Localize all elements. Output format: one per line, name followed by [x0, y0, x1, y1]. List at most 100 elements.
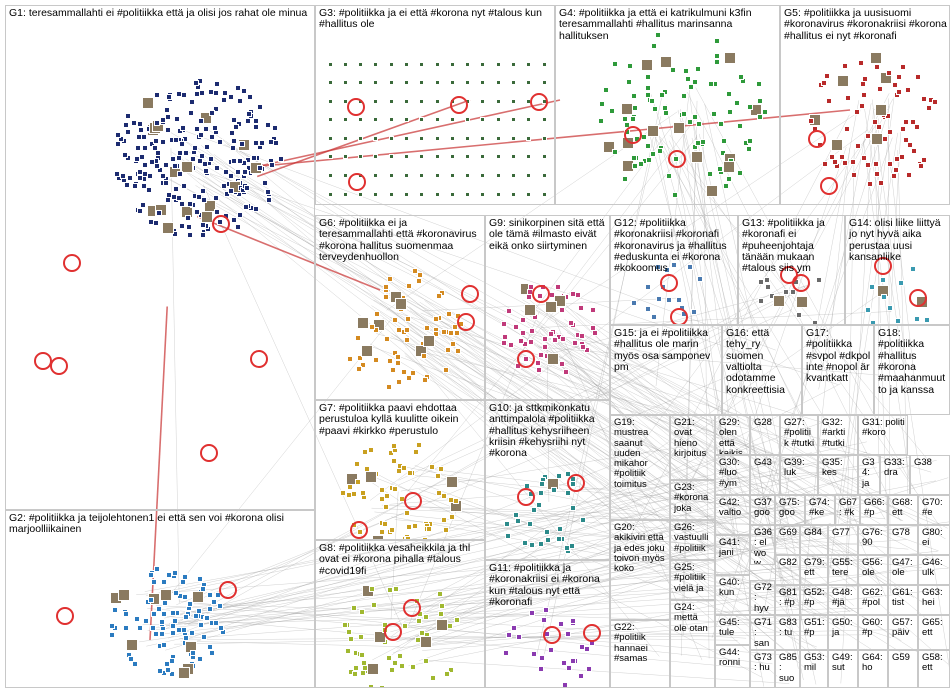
graph-node: [163, 180, 169, 186]
graph-node: [217, 139, 223, 145]
graph-node: [237, 212, 243, 218]
cluster-g26: G26: vastuulli #politiik: [670, 520, 715, 560]
graph-node: [647, 125, 659, 137]
graph-node: [395, 360, 401, 366]
graph-node: [542, 136, 547, 141]
graph-node: [246, 111, 252, 117]
graph-node: [681, 93, 687, 99]
graph-node: [757, 98, 763, 104]
graph-node: [382, 521, 388, 527]
cluster-g67: G67: #k: [835, 495, 860, 525]
graph-node: [399, 663, 405, 669]
graph-node: [328, 80, 333, 85]
graph-node: [542, 344, 548, 350]
graph-node: [230, 145, 236, 151]
graph-node: [115, 141, 121, 147]
graph-node: [575, 292, 581, 298]
graph-node: [562, 682, 568, 688]
graph-node: [229, 130, 235, 136]
graph-node: [870, 52, 882, 64]
graph-node: [518, 338, 524, 344]
graph-node: [758, 298, 764, 304]
graph-node: [160, 139, 166, 145]
cluster-label: G32: #arkti #tutki: [822, 418, 855, 449]
graph-node: [544, 529, 550, 535]
cluster-g79: G79: ett: [800, 555, 828, 585]
graph-node: [197, 656, 203, 662]
graph-node: [676, 297, 682, 303]
graph-node: [900, 126, 906, 132]
graph-node: [511, 154, 516, 159]
graph-node: [559, 307, 565, 313]
graph-node: [228, 94, 234, 100]
graph-node: [159, 631, 165, 637]
graph-node: [918, 163, 924, 169]
graph-node: [538, 490, 544, 496]
cluster-g75: G75: goo: [775, 495, 805, 525]
graph-node: [405, 316, 411, 322]
graph-node: [200, 232, 206, 238]
graph-node: [151, 611, 157, 617]
self-loop-ring: [660, 274, 678, 292]
cluster-label: G16: että tehy_ry suomen valtiolta odota…: [726, 328, 799, 396]
graph-node: [137, 208, 143, 214]
graph-node: [181, 183, 187, 189]
cluster-label: G6: #politiikka ei ja teresammallahti et…: [319, 218, 482, 263]
cluster-g20: G20: akikiviri että ja edes joku toivon …: [610, 520, 670, 620]
graph-node: [140, 202, 146, 208]
graph-node: [450, 192, 455, 197]
graph-node: [419, 173, 424, 178]
cluster-label: G72: hyv: [754, 583, 772, 614]
graph-node: [199, 153, 205, 159]
graph-node: [115, 132, 121, 138]
graph-node: [391, 443, 397, 449]
graph-node: [433, 316, 439, 322]
graph-node: [404, 192, 409, 197]
self-loop-ring: [820, 177, 838, 195]
graph-node: [905, 87, 911, 93]
cluster-label: G11: #politiikka ja #koronakriisi ei #ko…: [489, 563, 607, 608]
cluster-label: G55: tere: [832, 558, 855, 579]
graph-node: [691, 309, 697, 315]
graph-node: [695, 66, 701, 72]
graph-node: [179, 141, 185, 147]
cluster-label: G38: [914, 458, 947, 468]
graph-node: [401, 369, 407, 375]
graph-node: [921, 96, 927, 102]
graph-node: [373, 136, 378, 141]
graph-node: [148, 597, 154, 603]
graph-node: [259, 140, 265, 146]
cluster-g62: G62: #pol: [858, 585, 888, 615]
self-loop-ring: [56, 607, 74, 625]
graph-node: [328, 136, 333, 141]
self-loop-ring: [530, 93, 548, 111]
graph-node: [683, 68, 689, 74]
graph-node: [419, 62, 424, 67]
graph-node: [599, 101, 605, 107]
graph-node: [758, 279, 764, 285]
graph-node: [480, 173, 485, 178]
graph-node: [358, 117, 363, 122]
graph-node: [373, 80, 378, 85]
cluster-g66: G66: #p: [860, 495, 888, 525]
graph-node: [542, 80, 547, 85]
graph-node: [450, 136, 455, 141]
graph-node: [526, 173, 531, 178]
cluster-label: G60: #p: [862, 618, 885, 639]
graph-node: [924, 317, 930, 323]
graph-node: [138, 127, 144, 133]
graph-node: [435, 62, 440, 67]
graph-node: [389, 80, 394, 85]
graph-node: [362, 449, 368, 455]
graph-node: [714, 59, 720, 65]
cluster-g32: G32: #arkti #tutki: [818, 415, 858, 455]
cluster-label: G74: #ke: [809, 498, 832, 519]
graph-node: [379, 529, 385, 535]
graph-node: [231, 138, 237, 144]
self-loop-ring: [567, 474, 585, 492]
graph-node: [392, 317, 398, 323]
graph-node: [358, 80, 363, 85]
graph-node: [358, 62, 363, 67]
graph-node: [524, 304, 536, 316]
graph-node: [134, 156, 140, 162]
